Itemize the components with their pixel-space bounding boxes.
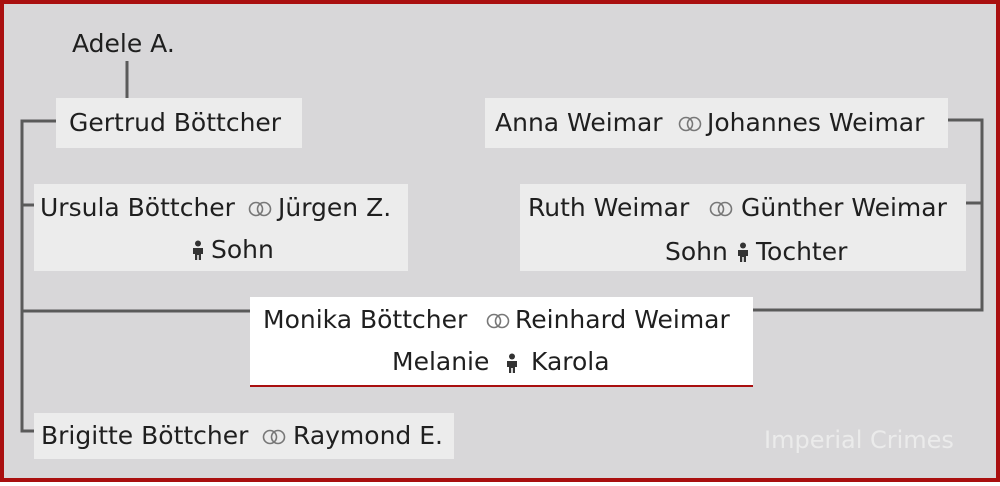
marriage-rings-icon <box>678 116 702 132</box>
juergen-name: Jürgen Z. <box>278 193 392 222</box>
marriage-rings-icon <box>262 429 286 445</box>
raymond-name: Raymond E. <box>293 421 443 450</box>
anna-johannes-box: Anna Weimar Johannes Weimar <box>485 98 948 148</box>
johannes-name: Johannes Weimar <box>707 108 925 137</box>
ruth-child-1: Sohn <box>665 237 728 266</box>
marriage-rings-icon <box>709 201 733 217</box>
monika-reinhard-box: Monika Böttcher Reinhard Weimar Melanie … <box>250 297 753 387</box>
ruth-guenther-box: Ruth Weimar Günther Weimar Sohn Tochter <box>520 184 966 271</box>
reinhard-name: Reinhard Weimar <box>515 305 730 334</box>
ruth-name: Ruth Weimar <box>528 193 690 222</box>
marriage-rings-icon <box>486 313 510 329</box>
guenther-name: Günther Weimar <box>741 193 947 222</box>
ursula-juergen-box: Ursula Böttcher Jürgen Z. Sohn <box>34 184 408 271</box>
brigitte-raymond-box: Brigitte Böttcher Raymond E. <box>34 413 454 459</box>
marriage-rings-icon <box>248 201 272 217</box>
connector-lines <box>20 61 984 433</box>
watermark-text: Imperial Crimes <box>764 426 954 454</box>
child-figure-icon <box>193 240 203 260</box>
ursula-name: Ursula Böttcher <box>40 193 235 222</box>
monika-name: Monika Böttcher <box>263 305 468 334</box>
ancestor-name: Adele A. <box>72 29 175 58</box>
gertrud-name: Gertrud Böttcher <box>69 108 282 137</box>
ruth-child-2: Tochter <box>756 237 848 266</box>
child-figure-icon <box>507 353 517 373</box>
brigitte-name: Brigitte Böttcher <box>41 421 249 450</box>
monika-child-1: Melanie <box>392 347 490 376</box>
child-figure-icon <box>738 242 748 262</box>
ursula-child: Sohn <box>211 235 274 264</box>
gertrud-box: Gertrud Böttcher <box>56 98 302 148</box>
monika-child-2: Karola <box>531 347 610 376</box>
anna-name: Anna Weimar <box>495 108 663 137</box>
